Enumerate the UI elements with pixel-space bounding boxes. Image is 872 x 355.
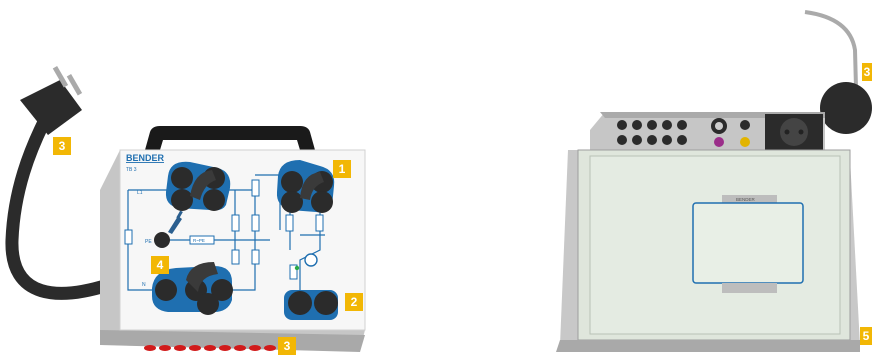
tester-device: BENDER xyxy=(556,12,872,352)
callout-badge: 3 xyxy=(862,63,872,81)
red-jack-strip xyxy=(144,345,276,351)
black-socket xyxy=(740,120,750,130)
probe-ball xyxy=(820,82,872,134)
callout-badge: 3 xyxy=(53,137,71,155)
model-label: TB 3 xyxy=(126,167,137,173)
purple-socket xyxy=(714,137,724,147)
display-screen xyxy=(693,203,803,283)
rpe-label: R~PE xyxy=(193,238,205,243)
l1-label: L1 xyxy=(137,190,143,196)
n-label: N xyxy=(142,282,146,288)
yellow-socket xyxy=(740,137,750,147)
brand-logo: BENDER xyxy=(126,153,165,163)
callout-badge: 3 xyxy=(278,337,296,355)
pe-label: PE xyxy=(145,239,152,245)
probe-cable xyxy=(805,12,856,88)
socket-cluster-l1 xyxy=(166,162,230,211)
schuko-plug xyxy=(20,66,82,135)
tester-brand: BENDER xyxy=(736,197,756,202)
tester-base xyxy=(556,340,860,352)
test-box-device: BENDER TB 3 R~PE xyxy=(12,66,365,352)
callout-badge: 2 xyxy=(345,293,363,311)
socket-cluster-lower-right xyxy=(284,290,338,320)
meter-symbol xyxy=(305,254,317,266)
carry-handle xyxy=(145,126,315,150)
indicator-led xyxy=(295,266,299,270)
callout-badge: 4 xyxy=(151,256,169,274)
callout-badge: 1 xyxy=(333,160,351,178)
display-bezel-bottom xyxy=(722,283,777,293)
callout-badge: 5 xyxy=(860,327,872,345)
pe-probe-socket xyxy=(154,232,170,248)
